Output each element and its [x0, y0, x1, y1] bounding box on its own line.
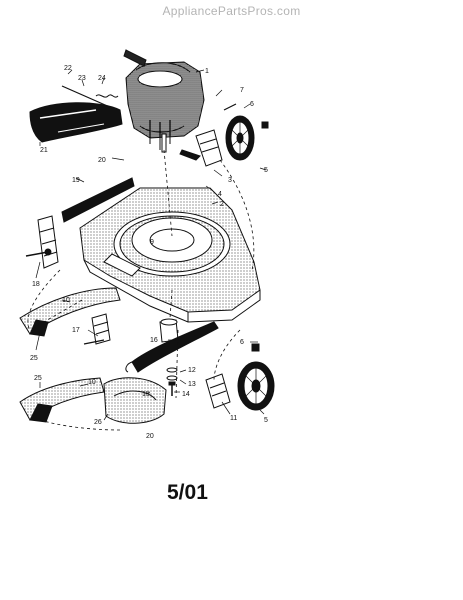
callout-13: 13 — [188, 381, 196, 388]
callout-14: 14 — [182, 391, 190, 398]
callout-5: 5 — [264, 167, 268, 174]
callout-17: 17 — [72, 327, 80, 334]
callout-20-lower: 20 — [146, 433, 154, 440]
grass-deflector — [29, 85, 123, 143]
blade-assembly — [125, 318, 219, 396]
revision-date: 5/01 — [167, 481, 208, 504]
callout-24: 24 — [98, 75, 106, 82]
engine — [123, 49, 205, 153]
callout-16: 16 — [150, 337, 158, 344]
front-wheel — [223, 103, 269, 161]
callout-7: 7 — [240, 87, 244, 94]
callout-5-rear: 5 — [264, 417, 268, 424]
callout-9: 9 — [150, 239, 154, 246]
callout-labels: 1 7 6 5 3 4 2 20 19 21 22 23 24 9 18 10 … — [30, 65, 268, 440]
callout-2: 2 — [220, 201, 224, 208]
callout-21: 21 — [40, 147, 48, 154]
callout-10-lower: 10 — [88, 379, 96, 386]
callout-23: 23 — [78, 75, 86, 82]
callout-25-lower: 25 — [34, 375, 42, 382]
rear-wheel — [237, 343, 275, 411]
callout-15: 15 — [142, 391, 150, 398]
callout-18: 18 — [32, 281, 40, 288]
hinge-bracket — [83, 313, 111, 345]
callout-4: 4 — [218, 191, 222, 198]
watermark: AppliancePartsPros.com — [162, 4, 301, 18]
callout-20: 20 — [98, 157, 106, 164]
callout-25-upper: 25 — [30, 355, 38, 362]
callout-6-rear: 6 — [240, 339, 244, 346]
mulch-insert — [103, 377, 167, 424]
callout-19: 19 — [72, 177, 80, 184]
callout-6: 6 — [250, 101, 254, 108]
rear-flap-upper — [19, 287, 121, 337]
height-adjuster-right-front — [179, 129, 223, 167]
callout-3: 3 — [228, 177, 232, 184]
callout-11: 11 — [230, 415, 237, 422]
height-adjuster-left — [25, 215, 59, 269]
rear-baffle — [61, 177, 135, 223]
callout-26: 26 — [94, 419, 102, 426]
callout-22: 22 — [64, 65, 72, 72]
rear-flap-lower — [19, 377, 105, 423]
callout-10: 10 — [62, 297, 70, 304]
callout-12: 12 — [188, 367, 196, 374]
callout-1: 1 — [205, 68, 209, 75]
mower-deck — [79, 187, 261, 323]
height-adjuster-right-rear — [205, 373, 231, 409]
